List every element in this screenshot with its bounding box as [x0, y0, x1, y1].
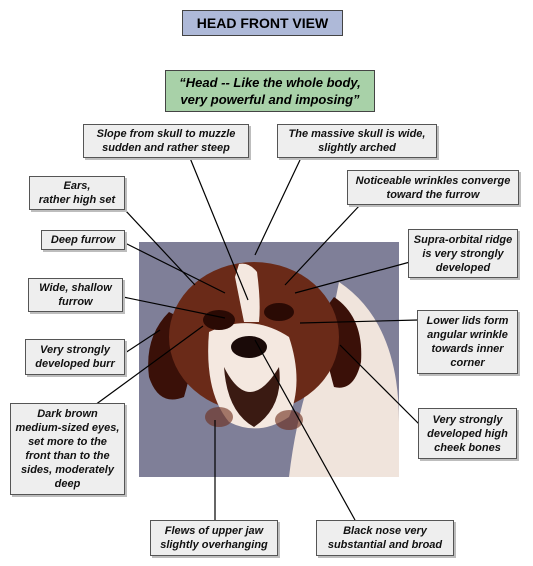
label-wide-furrow: Wide, shallow furrow [28, 278, 123, 312]
label-supra: Supra-orbital ridge is very strongly dev… [408, 229, 518, 278]
label-wrinkles: Noticeable wrinkles converge toward the … [347, 170, 519, 205]
leader-lower-lids [299, 319, 419, 324]
label-lower-lids: Lower lids form angular wrinkle towards … [417, 310, 518, 374]
leader-nose [254, 339, 356, 521]
label-deep-furrow: Deep furrow [41, 230, 125, 250]
diagram-title: HEAD FRONT VIEW [182, 10, 343, 36]
leader-ears [124, 209, 196, 286]
leader-burr [124, 329, 161, 354]
leader-slope [189, 157, 249, 301]
label-nose: Black nose very substantial and broad [316, 520, 454, 556]
label-flews: Flews of upper jaw slightly overhanging [150, 520, 278, 556]
leader-skull [254, 159, 301, 256]
label-skull: The massive skull is wide, slightly arch… [277, 124, 437, 158]
label-eyes: Dark brown medium-sized eyes, set more t… [10, 403, 125, 495]
standard-quote: “Head -- Like the whole body, very power… [165, 70, 375, 112]
dog-head-photo [139, 242, 399, 477]
label-cheek: Very strongly developed high cheek bones [418, 408, 517, 459]
leader-wide-furrow [122, 296, 226, 319]
leader-wrinkles [284, 204, 361, 286]
leader-cheek [339, 344, 421, 426]
leader-deep-furrow [124, 242, 226, 294]
leader-supra [294, 261, 411, 294]
label-ears: Ears, rather high set [29, 176, 125, 210]
label-slope: Slope from skull to muzzle sudden and ra… [83, 124, 249, 158]
label-burr: Very strongly developed burr [25, 339, 125, 375]
leader-eyes [94, 325, 204, 406]
dog-head-illustration [139, 242, 399, 477]
